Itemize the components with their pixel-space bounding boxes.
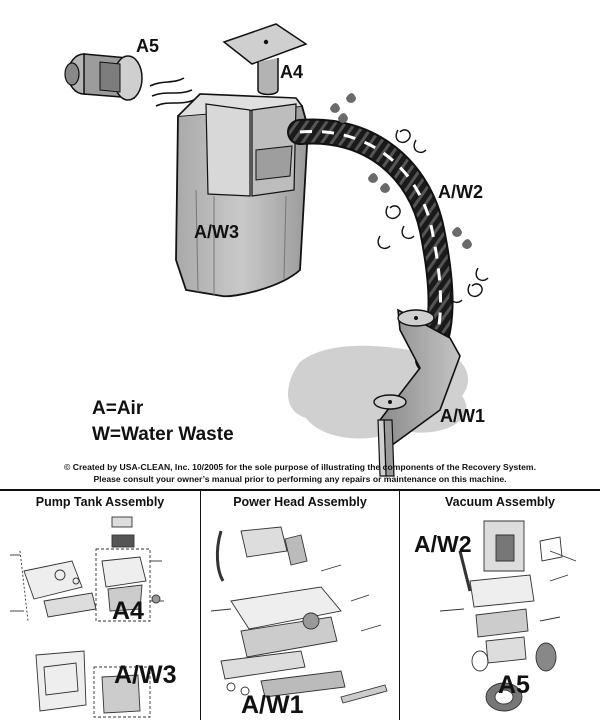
aw1-power-head xyxy=(373,308,461,477)
pump-tank-exploded-diagram xyxy=(10,516,164,718)
label-aw2: A/W2 xyxy=(438,182,483,202)
credit-line-2: Please consult your owner’s manual prior… xyxy=(93,474,507,484)
pump-tank-assembly-panel: Pump Tank Assembly A4 A/W3 xyxy=(0,491,200,720)
water-droplets xyxy=(330,93,472,249)
a4-float-filter xyxy=(222,23,308,96)
power-head-exploded-diagram xyxy=(210,526,388,704)
legend-air: A=Air xyxy=(92,398,144,419)
a5-air-swirls xyxy=(149,77,195,107)
credit-line-1: © Created by USA-CLEAN, Inc. 10/2005 for… xyxy=(64,462,536,472)
tag-aw2: A/W2 xyxy=(414,531,472,557)
recovery-system-illustration: A5 A4 A/W2 A/W3 A/W1 A=Air W=Water Waste… xyxy=(64,23,536,484)
panel-title-pump-tank: Pump Tank Assembly xyxy=(35,495,165,509)
tag-a4: A4 xyxy=(112,597,144,625)
a5-vacuum-motor xyxy=(64,53,143,101)
label-aw3: A/W3 xyxy=(194,222,239,242)
power-head-assembly-panel: Power Head Assembly A/W1 xyxy=(201,491,399,720)
label-a4: A4 xyxy=(280,62,304,82)
label-a5: A5 xyxy=(136,36,160,56)
label-aw1: A/W1 xyxy=(440,406,485,426)
aw3-recovery-tank xyxy=(175,93,309,298)
panel-separator-2 xyxy=(399,491,400,720)
vacuum-assembly-panel: Vacuum Assembly A/W2 A5 xyxy=(400,491,600,720)
aw2-hose xyxy=(287,118,454,373)
section-divider xyxy=(0,489,600,491)
legend-water: W=Water Waste xyxy=(92,424,234,445)
recovery-system-drawing xyxy=(64,23,489,477)
tag-aw1: A/W1 xyxy=(241,691,304,719)
panel-title-power-head: Power Head Assembly xyxy=(233,495,367,509)
panel-title-vacuum: Vacuum Assembly xyxy=(444,495,555,509)
tag-aw3: A/W3 xyxy=(114,661,177,689)
hose-air-swirls xyxy=(377,129,489,304)
tag-a5: A5 xyxy=(498,671,530,699)
vacuum-exploded-diagram xyxy=(439,520,577,712)
panel-separator-1 xyxy=(200,491,201,720)
